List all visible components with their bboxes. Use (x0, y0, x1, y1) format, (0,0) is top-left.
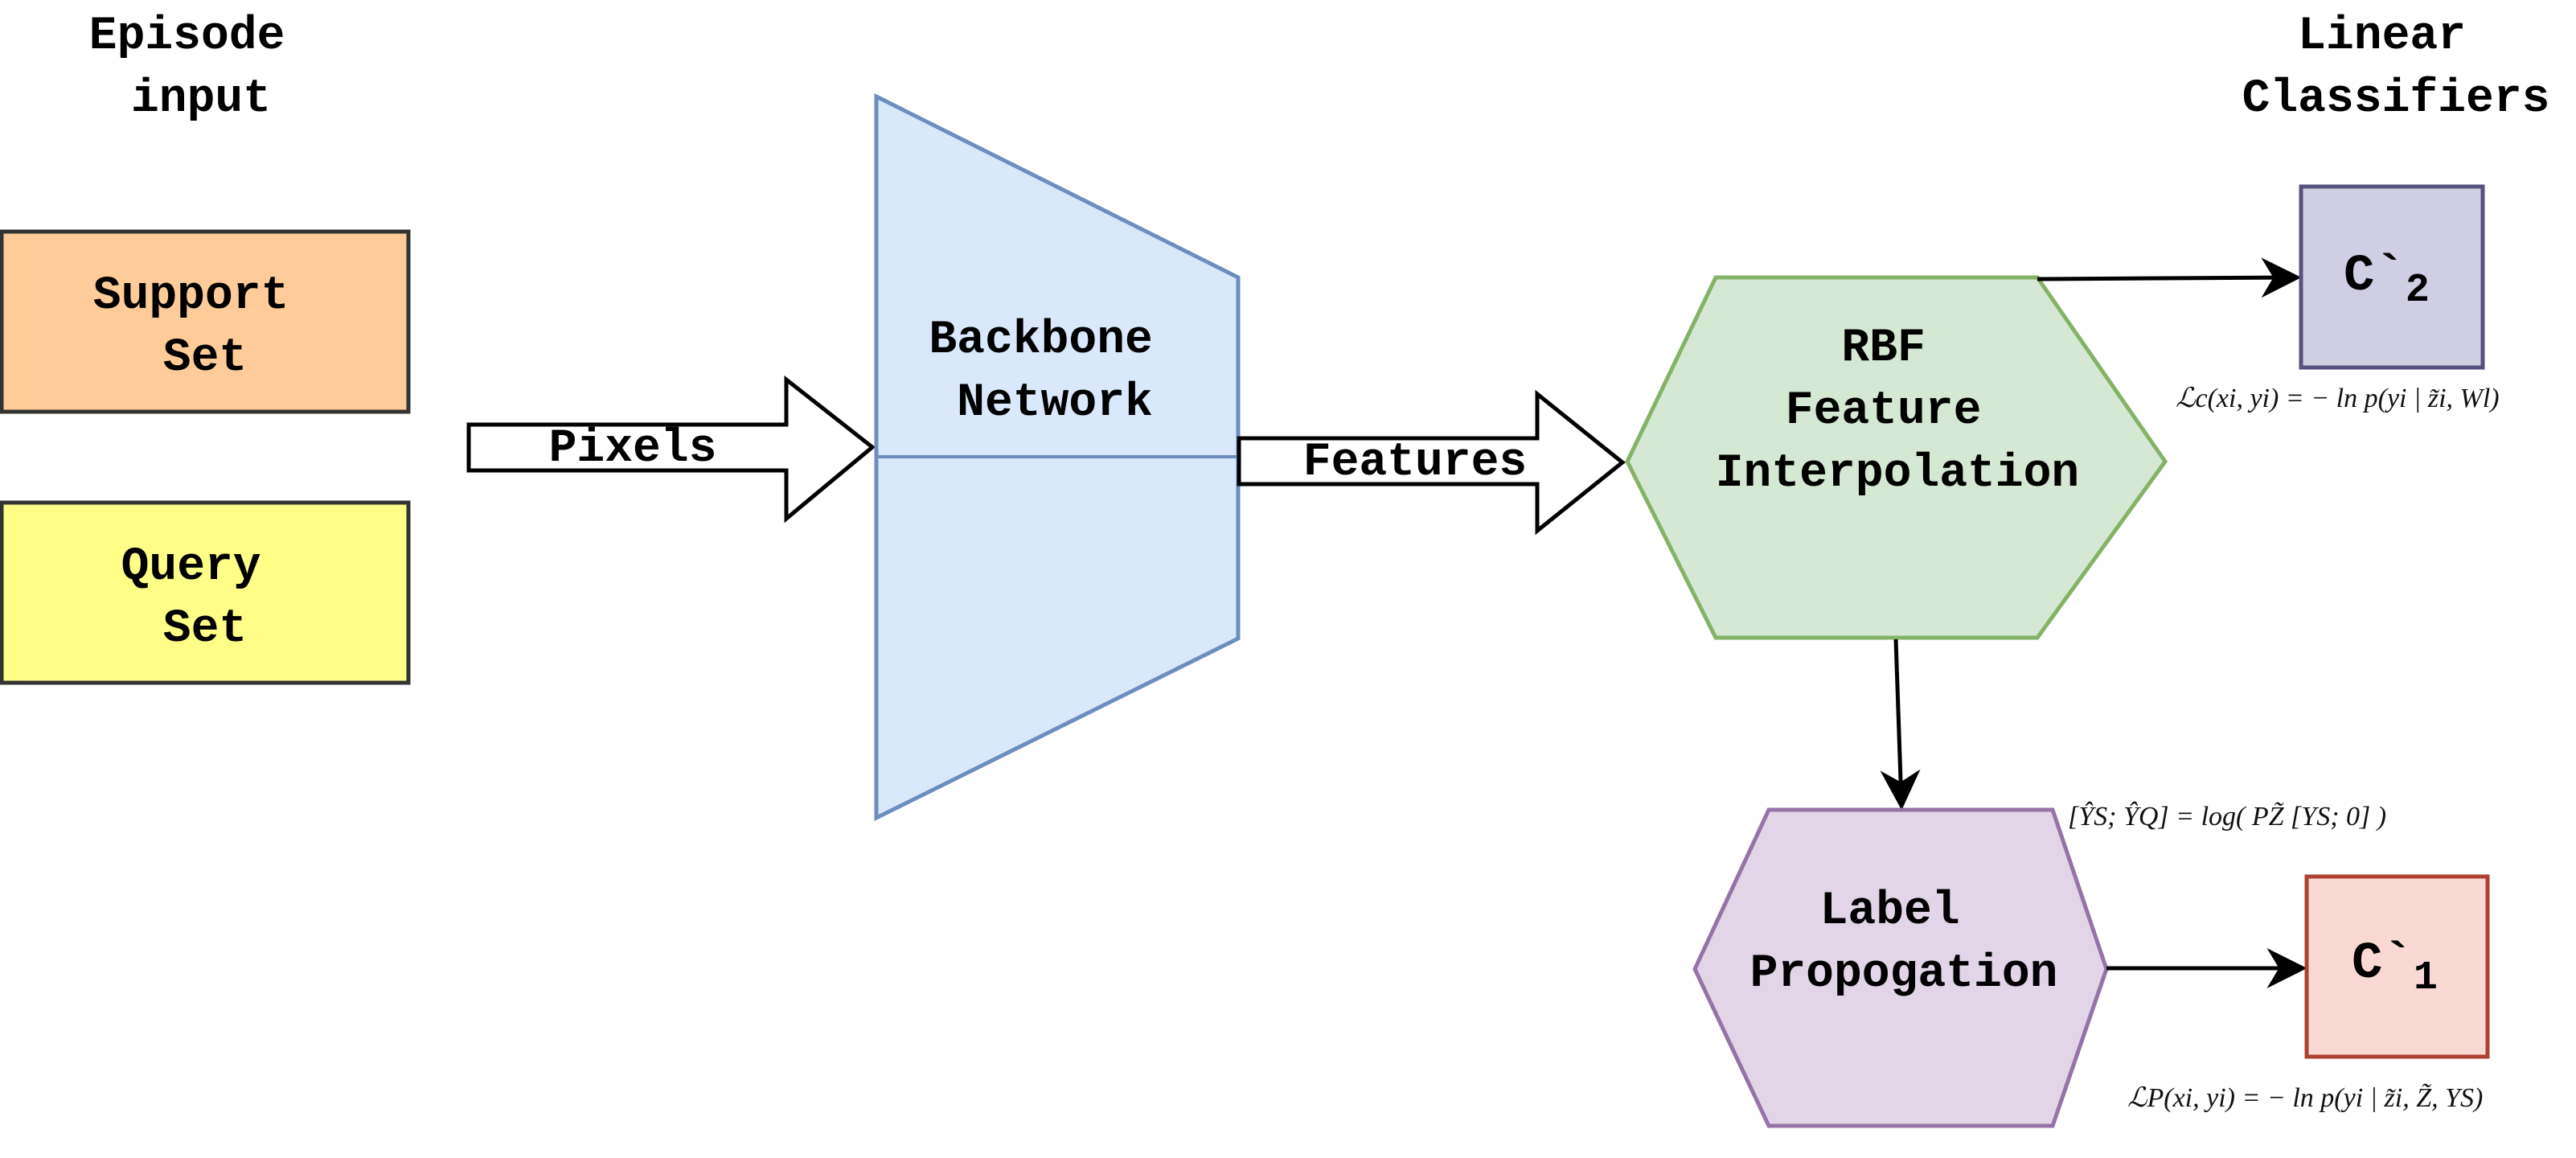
svg-text:[ŶS; ŶQ] = log( PZ̃ [YS; 0] ): [ŶS; ŶQ] = log( PZ̃ [YS; 0] ) (2068, 802, 2386, 832)
svg-text:Backbone Network: Backbone Network (929, 314, 1180, 429)
loss-c-equation: ℒc(xi, yi) = − ln p(yi | z̃i, Wl) (2176, 384, 2500, 413)
query-set-box: Query Set (0, 500, 411, 685)
svg-text:Query Set: Query Set (121, 541, 289, 655)
linear-classifiers-header: Linear Classifiers (2242, 10, 2550, 125)
label-propagation-equation: [ŶS; ŶQ] = log( PZ̃ [YS; 0] ) (2068, 802, 2386, 832)
pixels-label: Pixels (549, 423, 717, 475)
svg-text:Label Propogation: Label Propogation (1750, 885, 2058, 1000)
backbone-network: Backbone Network (874, 92, 1241, 822)
svg-text:Support Set: Support Set (93, 270, 317, 384)
features-label: Features (1303, 437, 1527, 489)
classifier-1-label: C`1 (2352, 935, 2438, 1001)
episode-input-header: Episode input (89, 10, 313, 125)
classifier-2-label: C`2 (2344, 248, 2430, 314)
classifier-1-box: C`1 (2304, 874, 2490, 1059)
classifier-2-box: C`2 (2299, 184, 2485, 370)
rbf-to-classifier-2-edge (2037, 257, 2302, 298)
pixels-arrow: Pixels (466, 375, 876, 524)
label-propagation-node: Label Propogation (1692, 807, 2109, 1128)
features-arrow: Features (1237, 389, 1626, 536)
loss-p-equation: ℒP(xi, yi) = − ln p(yi | z̃i, Z̃, YS) (2127, 1083, 2483, 1113)
rbf-feature-interpolation-node: RBF Feature Interpolation (1625, 275, 2168, 640)
rbf-to-label-propagation-edge (1880, 639, 1921, 811)
svg-text:RBF Feature Interp: RBF Feature Interpolation (1716, 322, 2079, 500)
support-set-box: Support Set (0, 229, 411, 414)
